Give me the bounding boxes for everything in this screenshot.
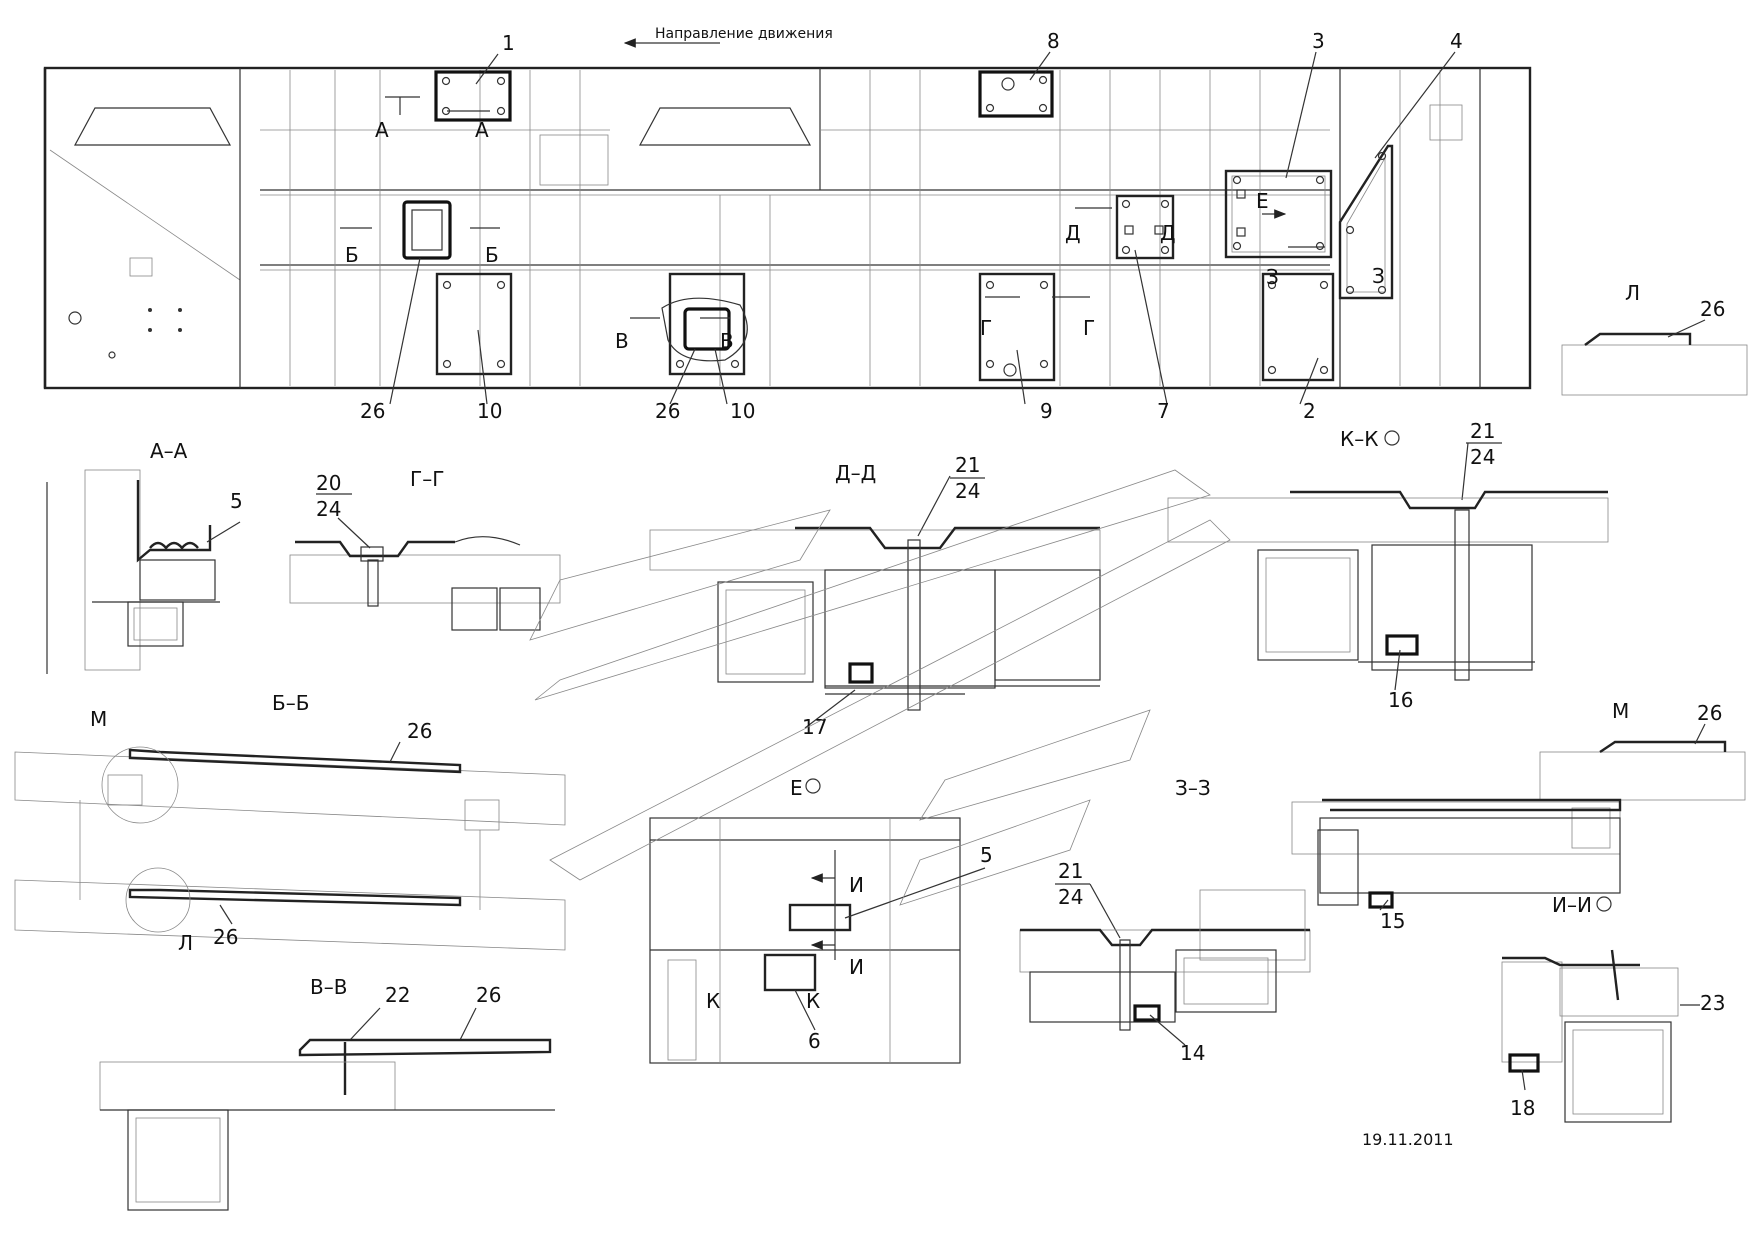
section-kk: К–К 21 24 16 [1167,419,1609,712]
callout-23-final: 23 [1700,991,1725,1015]
cut-a-left: А [375,118,389,142]
view-e-title: Е [790,776,803,800]
callout-10-plan-left: 10 [477,399,502,423]
callout-6: 6 [808,1029,821,1053]
section-gg-title: Г–Г [410,467,444,491]
callout-1: 1 [502,31,515,55]
callout-14-final: 14 [1180,1041,1205,1065]
section-dd-title: Д–Д [835,461,876,485]
section-vv: В–В 22 26 [99,975,555,1211]
callout-15: 15 [1380,909,1405,933]
callout-8: 8 [1047,29,1060,53]
hatch-8 [978,70,1054,118]
callout-21-zz: 21 [1058,859,1083,883]
section-gg: Г–Г 20 24 [289,467,561,631]
cut-v-right: В [720,329,734,353]
callout-10-plan-mid: 10 [730,399,755,423]
callout-26-plan-left: 26 [360,399,385,423]
callout-24-dd: 24 [955,479,980,503]
cut-v-left: В [615,329,629,353]
cut-i-top: И [849,873,864,897]
callout-9: 9 [1040,399,1053,423]
date-stamp: 19.11.2011 [1362,1130,1454,1149]
callout-21-dd: 21 [955,453,980,477]
rotation-icon [1596,896,1612,912]
cut-k-right: К [806,989,820,1013]
hatch-2 [1261,272,1335,382]
callout-7: 7 [1157,399,1170,423]
rotation-icon [805,778,821,794]
detail-m-title: М [1612,699,1629,723]
detail-l-top: Л 26 [1561,281,1748,396]
plan-view: Направление движения [43,26,1532,423]
section-bb-title: Б–Б [272,691,309,715]
cut-z-right: З [1372,264,1385,288]
callout-24-kk: 24 [1470,445,1495,469]
section-kk-title: К–К [1340,427,1378,451]
section-zz: З–З 15 21 24 14 14 14 [1019,776,1622,1046]
cut-i-bottom: И [849,955,864,979]
section-ii: И–И 23 [1501,893,1700,1123]
view-e: Е И И К К 5 6 [529,469,1231,1064]
cut-z-left: З [1266,265,1279,289]
hatch-3 [1224,169,1333,259]
detail-m-right: М 26 [1539,699,1746,849]
callout-2: 2 [1303,399,1316,423]
callout-16: 16 [1388,688,1413,712]
callout-18: 18 [1510,1096,1535,1120]
hatch-7 [1115,194,1175,260]
callout-5-aa: 5 [230,489,243,513]
cut-k-left: К [706,989,720,1013]
callout-26-vv: 26 [476,983,501,1007]
callout-20: 20 [316,471,341,495]
section-ii-title: И–И [1552,893,1592,917]
callout-26-plan-mid: 26 [655,399,680,423]
hatch-4 [1338,144,1394,300]
detail-l-title: Л [1625,281,1640,305]
callout-22: 22 [385,983,410,1007]
hatch-10-mid [661,272,748,376]
section-bb: Б–Б М 26 Л 26 [14,691,566,955]
callout-5-e: 5 [980,843,993,867]
callout-4: 4 [1450,29,1463,53]
direction-label: Направление движения [655,26,833,42]
callout-3: 3 [1312,29,1325,53]
callout-26-bb-top: 26 [407,719,432,743]
callout-26-m: 26 [1697,701,1722,725]
rotation-icon [1384,430,1400,446]
cut-g-right: Г [1083,316,1095,340]
detail-l-callout: Л [178,931,193,955]
section-dd: Д–Д 21 24 17 [649,453,1101,739]
section-vv-title: В–В [310,975,347,999]
hatch-9 [978,272,1056,382]
cut-b-right: Б [485,243,499,267]
cut-d-left: Д [1065,221,1081,245]
hatch-26-left [402,200,452,260]
cut-g-left: Г [980,316,992,340]
section-zz-title: З–З [1175,776,1211,800]
hatch-1 [434,70,512,122]
cut-e: Е [1256,189,1269,213]
callout-24-gg: 24 [316,497,341,521]
cut-a-right: А [475,118,489,142]
section-aa: А–А 5 [46,439,243,674]
section-aa-title: А–А [150,439,188,463]
callout-24-zz: 24 [1058,885,1083,909]
cut-b-left: Б [345,243,359,267]
hatch-10-left [435,272,513,376]
cut-d-right: Д [1160,221,1176,245]
callout-21-kk: 21 [1470,419,1495,443]
detail-m-callout: М [90,707,107,731]
callout-26-bb-bottom: 26 [213,925,238,949]
callout-26-l-top: 26 [1700,297,1725,321]
